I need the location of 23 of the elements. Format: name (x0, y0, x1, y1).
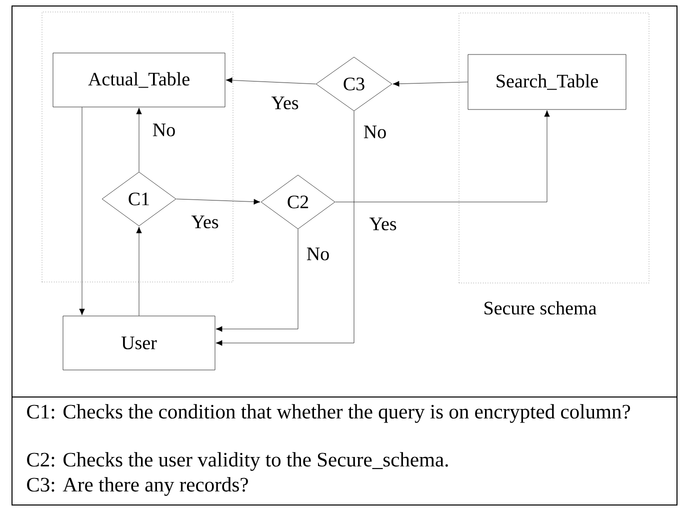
user-box: User (62, 316, 216, 370)
edge-label: Yes (368, 216, 398, 232)
arrow (392, 80, 468, 87)
arrow (216, 110, 354, 346)
note-text: C1: Checks the condition that whether the query is on encrypted column? (27, 404, 630, 423)
arrow (226, 77, 316, 84)
edge-label: Yes (270, 96, 300, 110)
note-text: C3: Are there any records? (27, 477, 248, 496)
edge-label: Yes (190, 214, 220, 230)
edge-label: No (151, 122, 177, 138)
arrow (136, 108, 142, 172)
node-label: Secure schema (484, 301, 596, 315)
arrow (176, 198, 260, 205)
edge-label: No (362, 124, 388, 140)
arrow (335, 110, 550, 202)
table-box: Actual_Table (52, 52, 226, 108)
arrow (79, 106, 85, 316)
note-text: C2: Checks the user validity to the Secure_schema. (27, 452, 448, 471)
arrow (136, 226, 142, 316)
table-box: Search_Table (468, 54, 626, 110)
arrow (216, 228, 298, 332)
dotted-group-box (42, 12, 234, 282)
edge-label: No (305, 246, 331, 262)
